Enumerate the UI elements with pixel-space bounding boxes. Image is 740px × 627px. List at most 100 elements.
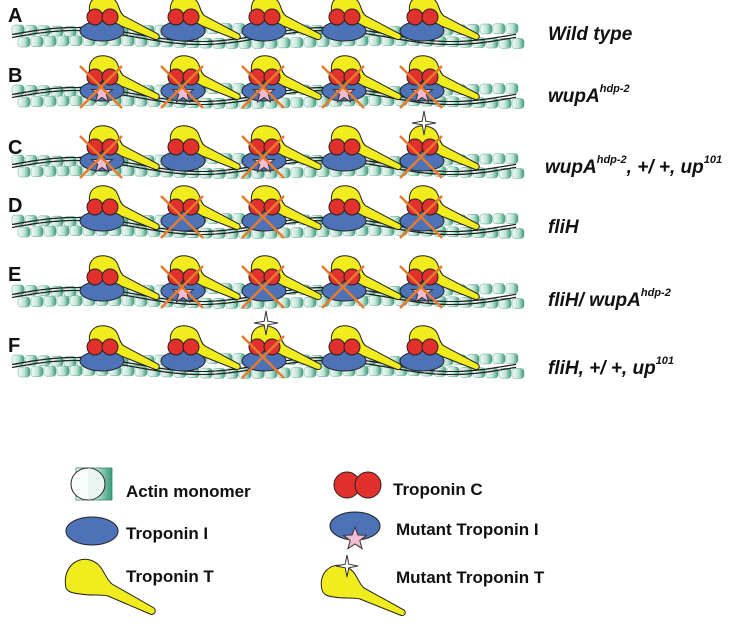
actin-monomer (17, 226, 31, 238)
mutant-troponin-i-star (410, 280, 434, 304)
mutant-troponin-t-star (253, 310, 279, 336)
troponin-c (86, 198, 104, 216)
actin-monomer (505, 353, 519, 364)
actin-monomer (56, 95, 70, 107)
row-letter-d: D (8, 195, 22, 217)
genotype-c-suffix: , +/ +, up (626, 157, 704, 178)
actin-monomer (368, 95, 382, 106)
legend: Actin monomer Troponin I Troponin T Trop… (64, 467, 545, 616)
actin-monomer (43, 165, 57, 177)
actin-monomer (459, 227, 473, 238)
actin-monomer (290, 37, 304, 48)
actin-monomer (30, 296, 44, 307)
inactivation-cross (321, 265, 365, 309)
mutant-troponin-i-star (171, 280, 195, 304)
troponin-c (343, 8, 361, 26)
genotype-label-c: wupAhdp-2, +/ +, up101 (545, 154, 722, 178)
troponin-c (343, 198, 361, 216)
actin-monomer (498, 368, 512, 379)
troponin-i (321, 280, 367, 302)
legend-troponin-c-label: Troponin C (393, 480, 483, 499)
inactivation-cross (241, 135, 285, 179)
troponin-complex (241, 55, 322, 109)
actin-monomer (505, 83, 519, 94)
actin-monomer (459, 97, 473, 108)
troponin-c (421, 8, 439, 26)
actin-monomer (479, 213, 493, 225)
actin-monomer (290, 167, 304, 178)
actin-monomer (63, 216, 77, 227)
actin-monomer (121, 365, 135, 377)
troponin-complex (241, 125, 322, 179)
actin-monomer (498, 298, 512, 309)
troponin-c (86, 268, 104, 286)
filament-row-e (11, 255, 525, 309)
actin-monomer (56, 225, 70, 237)
mutant-troponin-i-star (90, 150, 114, 174)
actin-monomer (69, 35, 83, 46)
actin-monomer (63, 286, 77, 297)
troponin-i (399, 150, 445, 172)
legend-mutant-troponin-t-icon (320, 554, 406, 616)
actin-monomer (43, 35, 57, 47)
legend-troponin-c-icon (333, 471, 382, 499)
actin-monomer (17, 36, 31, 48)
troponin-i (79, 210, 125, 232)
troponin-complex (399, 255, 480, 309)
legend-mutant-troponin-t-label: Mutant Troponin T (396, 568, 545, 587)
genotype-c-name: wupA (545, 157, 597, 178)
troponin-i (160, 150, 206, 172)
actin-monomer (63, 356, 77, 367)
actin-monomer (368, 165, 382, 176)
actin-monomer (17, 96, 31, 108)
troponin-c (406, 338, 424, 356)
actin-monomer (37, 215, 51, 227)
inactivation-cross (399, 135, 443, 179)
actin-monomer (199, 227, 213, 239)
mutant-troponin-i-star (90, 80, 114, 104)
genotype-c-sup: hdp-2 (597, 154, 627, 166)
actin-monomer (30, 226, 44, 237)
actin-monomer (511, 368, 525, 379)
troponin-complex (399, 55, 480, 109)
legend-troponin-i-label: Troponin I (126, 524, 208, 543)
legend-mutant-troponin-i-icon (329, 511, 381, 550)
troponin-i (399, 350, 445, 372)
troponin-i (321, 350, 367, 372)
actin-monomer (63, 156, 77, 167)
actin-monomer (492, 213, 506, 224)
troponin-c (343, 338, 361, 356)
actin-monomer (56, 165, 70, 177)
actin-monomer (368, 365, 382, 376)
genotype-d-name: fliH (548, 217, 580, 238)
genotype-e-name: fliH/ wupA (548, 290, 641, 311)
troponin-i (241, 20, 287, 42)
actin-monomer (485, 97, 499, 109)
troponin-c (86, 338, 104, 356)
inactivation-cross (241, 195, 285, 239)
actin-monomer (505, 153, 519, 164)
troponin-c (182, 8, 200, 26)
actin-monomer (511, 298, 525, 309)
troponin-c (328, 198, 346, 216)
troponin-complex (79, 125, 160, 179)
inactivation-cross (241, 265, 285, 309)
inactivation-cross (321, 65, 365, 109)
troponin-complex (79, 255, 160, 302)
legend-troponin-i-icon (65, 516, 119, 546)
troponin-complex (321, 125, 402, 172)
actin-monomer (199, 367, 213, 379)
troponin-complex (399, 0, 480, 42)
filament-row-f (11, 310, 525, 379)
troponin-c (101, 8, 119, 26)
actin-monomer (30, 96, 44, 107)
actin-monomer (43, 95, 57, 107)
genotype-label-e: fliH/ wupAhdp-2 (548, 287, 671, 311)
genotype-f-sup: 101 (656, 355, 674, 367)
troponin-i (160, 210, 206, 232)
troponin-c (182, 138, 200, 156)
troponin-c (328, 338, 346, 356)
legend-mutant-troponin-i-label: Mutant Troponin I (396, 520, 539, 539)
troponin-complex (321, 0, 402, 42)
